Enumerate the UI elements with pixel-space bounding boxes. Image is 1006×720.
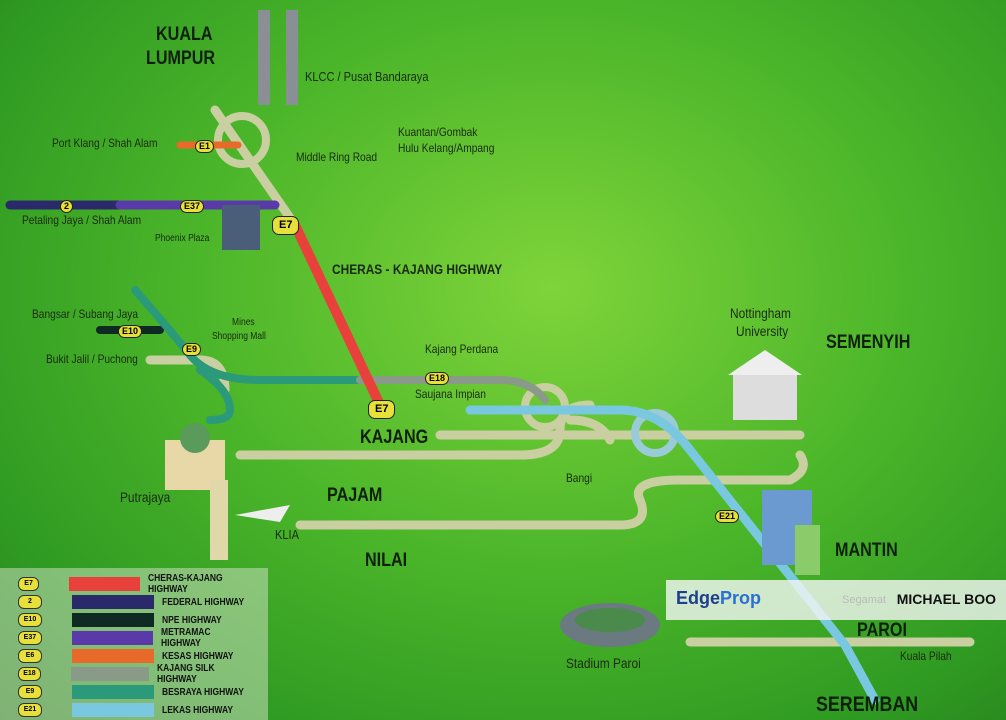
- legend-label: NPE HIGHWAY: [162, 614, 222, 626]
- watermark-banner: Segamat EdgeProp MICHAEL BOO: [666, 580, 1006, 620]
- legend-swatch: [69, 577, 141, 591]
- legend-item: 2 FEDERAL HIGHWAY: [18, 594, 259, 610]
- label-klia: KLIA: [275, 527, 299, 542]
- label-mantin: MANTIN: [835, 540, 898, 561]
- brand-part-a: Edge: [676, 588, 721, 608]
- label-hulu-kelang: Hulu Kelang/Ampang: [398, 141, 495, 155]
- label-klcc: KLCC / Pusat Bandaraya: [305, 69, 429, 84]
- label-phoenix-plaza: Phoenix Plaza: [155, 233, 210, 244]
- legend-label: METRAMAC HIGHWAY: [161, 627, 211, 649]
- middle-ring-road: [214, 112, 270, 168]
- label-nottingham: Nottingham: [730, 305, 791, 321]
- label-mines-mall: Shopping Mall: [212, 331, 266, 342]
- shield-e1: E1: [195, 140, 215, 153]
- label-saujana-impian: Saujana Impian: [415, 387, 486, 401]
- besraya-highway: [131, 286, 364, 424]
- label-seremban: SEREMBAN: [816, 693, 919, 716]
- label-segamat: Segamat: [842, 594, 887, 606]
- label-kajang: KAJANG: [360, 427, 429, 448]
- university-building-icon: [733, 375, 797, 420]
- highway-shield-icon: E10: [18, 613, 42, 627]
- legend-swatch: [72, 595, 154, 609]
- shield-2: 2: [60, 200, 74, 213]
- landmark-icons: [165, 10, 820, 647]
- legend-label: LEKAS HIGHWAY: [162, 704, 234, 716]
- shield-e37: E37: [180, 200, 205, 213]
- shield-e9: E9: [182, 343, 202, 356]
- shield-e10: E10: [118, 325, 143, 338]
- legend-label: CHERAS-KAJANG HIGHWAY: [148, 573, 224, 595]
- legend-item: E18 KAJANG SILK HIGHWAY: [18, 663, 268, 685]
- label-putrajaya: Putrajaya: [120, 489, 171, 505]
- cheras-kajang-highway: [290, 220, 385, 410]
- legend-label: KESAS HIGHWAY: [162, 650, 234, 662]
- highway-shield-icon: 2: [18, 595, 42, 609]
- local-roads: [145, 105, 975, 647]
- legend-swatch: [72, 613, 154, 627]
- label-cheras-kajang-highway: CHERAS - KAJANG HIGHWAY: [332, 261, 503, 277]
- legend-label: BESRAYA HIGHWAY: [162, 686, 244, 698]
- putrajaya-dome-icon: [180, 423, 210, 453]
- legend-item: E21 LEKAS HIGHWAY: [18, 702, 246, 718]
- legend-swatch: [72, 685, 154, 699]
- label-petaling-jaya: Petaling Jaya / Shah Alam: [22, 213, 142, 227]
- label-pajam: PAJAM: [327, 485, 383, 506]
- label-mines: Mines: [232, 317, 255, 328]
- shield-e7: E7: [272, 216, 300, 235]
- label-bangsar: Bangsar / Subang Jaya: [32, 307, 139, 321]
- agent-name: MICHAEL BOO: [896, 591, 996, 607]
- petronas-tower-icon: [258, 10, 270, 105]
- label-lumpur: LUMPUR: [146, 48, 216, 69]
- highway-shield-icon: E7: [18, 577, 40, 591]
- lekas-highway: [465, 405, 880, 705]
- control-tower-icon: [210, 480, 228, 560]
- label-bangi: Bangi: [566, 471, 593, 485]
- label-kuantan: Kuantan/Gombak: [398, 125, 478, 139]
- label-kuala: KUALA: [156, 24, 213, 45]
- edgeprop-logo: EdgeProp: [676, 588, 762, 609]
- legend-swatch: [70, 667, 149, 681]
- highway-shield-icon: E6: [18, 649, 42, 663]
- label-nilai: NILAI: [365, 550, 408, 571]
- mantin-building-icon: [795, 525, 820, 575]
- kajang-silk-highway: [356, 376, 549, 404]
- label-kajang-perdana: Kajang Perdana: [425, 342, 499, 356]
- legend-label: KAJANG SILK HIGHWAY: [156, 663, 215, 685]
- legend-item: E9 BESRAYA HIGHWAY: [18, 684, 258, 700]
- airplane-icon: [235, 505, 290, 522]
- highway-shield-icon: E21: [18, 703, 42, 717]
- highway-shield-icon: E18: [18, 667, 41, 681]
- brand-part-b: Prop: [720, 588, 762, 608]
- label-port-klang: Port Klang / Shah Alam: [52, 136, 158, 150]
- legend-item: E6 KESAS HIGHWAY: [18, 648, 246, 664]
- stadium-field-icon: [575, 608, 645, 632]
- shield-e7-kajang: E7: [368, 400, 396, 419]
- highway-shield-icon: E9: [18, 685, 42, 699]
- legend-item: E7 CHERAS-KAJANG HIGHWAY: [18, 573, 268, 595]
- legend-label: FEDERAL HIGHWAY: [162, 596, 245, 608]
- label-university: University: [736, 323, 789, 339]
- legend-item: E37 METRAMAC HIGHWAY: [18, 627, 268, 649]
- legend-item: E10 NPE HIGHWAY: [18, 612, 232, 628]
- label-middle-ring-road: Middle Ring Road: [296, 150, 378, 164]
- shield-e21: E21: [715, 510, 740, 523]
- legend-swatch: [71, 631, 154, 645]
- label-bukit-jalil: Bukit Jalil / Puchong: [46, 352, 138, 366]
- phoenix-plaza-icon: [222, 205, 260, 250]
- petronas-tower-icon: [286, 10, 298, 105]
- highway-shield-icon: E37: [18, 631, 42, 645]
- university-roof-icon: [728, 350, 802, 375]
- label-stadium-paroi: Stadium Paroi: [566, 655, 641, 671]
- label-semenyih: SEMENYIH: [826, 332, 911, 353]
- label-paroi: PAROI: [857, 620, 907, 641]
- legend-swatch: [72, 649, 154, 663]
- shield-e18: E18: [425, 372, 450, 385]
- label-kuala-pilah: Kuala Pilah: [900, 649, 952, 663]
- legend-swatch: [72, 703, 154, 717]
